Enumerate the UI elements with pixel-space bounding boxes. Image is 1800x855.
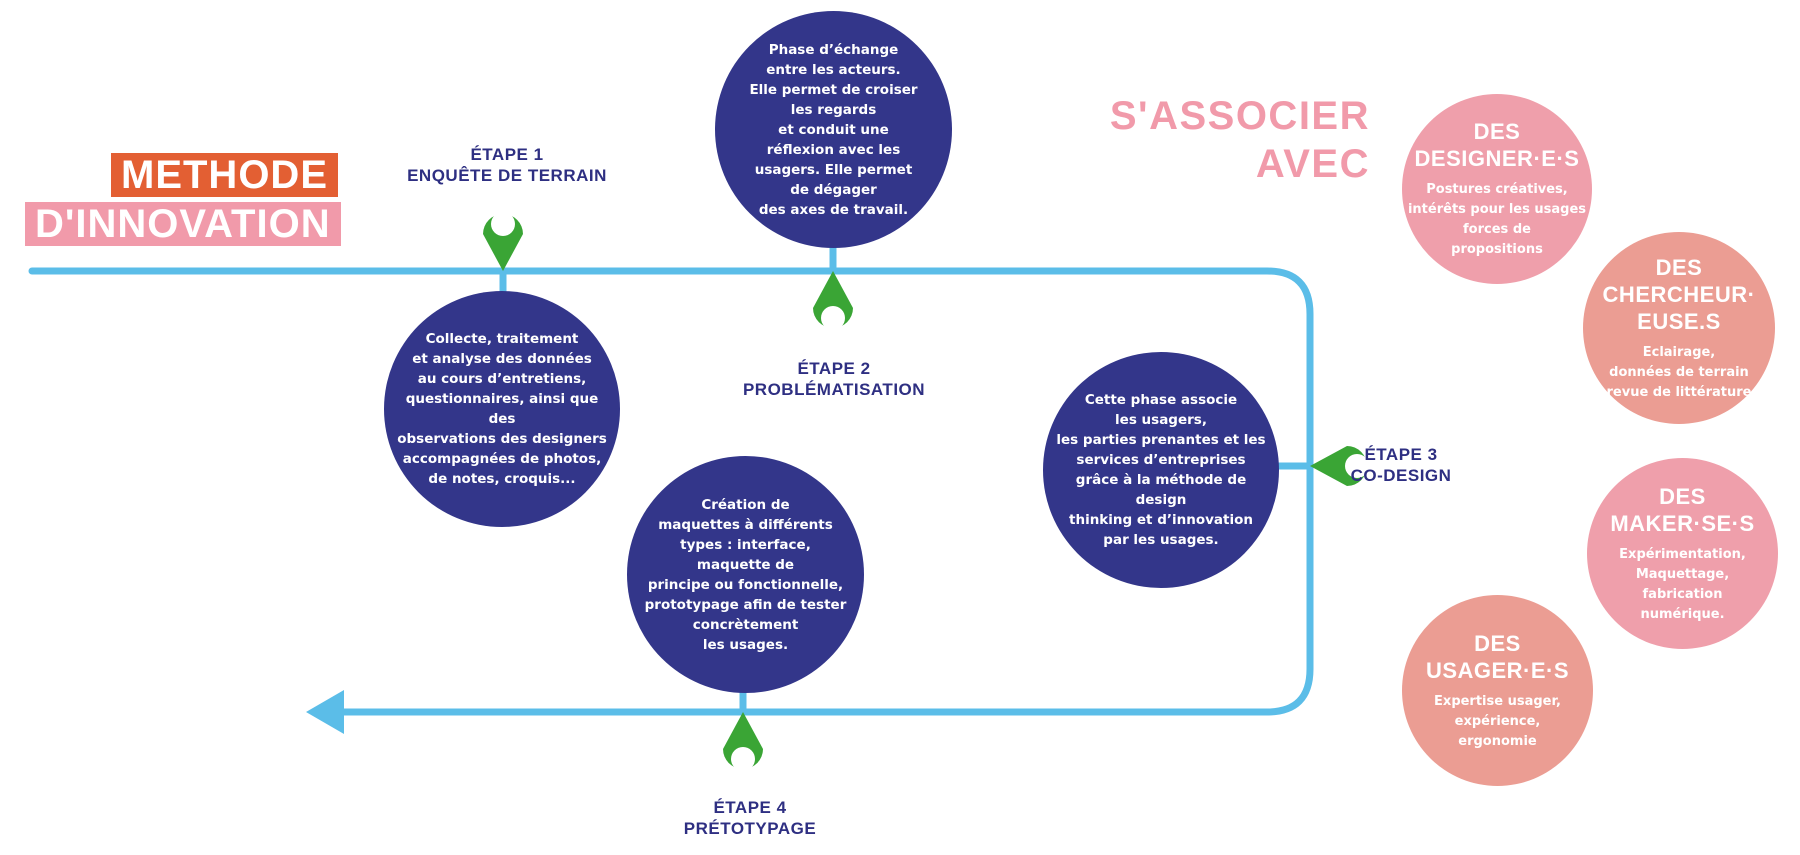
step-2-name: PROBLÉMATISATION <box>742 380 926 399</box>
step-2-pin-icon <box>813 271 853 330</box>
partner-users: DES USAGER·E·S Expertise usager, expérie… <box>1402 595 1593 786</box>
associate-heading-line-1: S'ASSOCIER <box>1109 94 1370 138</box>
step-2-description-bubble: Phase d’échange entre les acteurs. Elle … <box>715 11 952 248</box>
step-2-description: Phase d’échange entre les acteurs. Elle … <box>749 41 918 218</box>
step-1-description-bubble: Collecte, traitement et analyse des donn… <box>384 291 620 527</box>
step-4-name: PRÉTOTYPAGE <box>683 819 817 838</box>
partner-users-description: Expertise usager, expérience, ergonomie <box>1434 693 1561 749</box>
step-2-label: ÉTAPE 2 PROBLÉMATISATION <box>714 358 954 400</box>
associate-heading-line-2: AVEC <box>1255 142 1370 186</box>
step-2-number: ÉTAPE 2 <box>797 359 871 378</box>
step-4-label: ÉTAPE 4 PRÉTOTYPAGE <box>630 797 870 839</box>
step-3-description-bubble: Cette phase associe les usagers, les par… <box>1043 352 1279 588</box>
step-4-pin-icon <box>723 712 763 771</box>
step-1-number: ÉTAPE 1 <box>470 145 544 164</box>
partner-researchers: DES CHERCHEUR· EUSE.S Eclairage, données… <box>1583 232 1775 424</box>
associate-heading: S'ASSOCIER AVEC <box>1100 92 1370 188</box>
step-4-description: Création de maquettes à différents types… <box>644 496 847 653</box>
title-line-1: METHODE <box>111 153 338 197</box>
partner-users-title: DES USAGER·E·S <box>1425 630 1570 683</box>
step-1-label: ÉTAPE 1 ENQUÊTE DE TERRAIN <box>387 144 627 186</box>
flow-line <box>28 267 1314 716</box>
partner-designers: DES DESIGNER·E·S Postures créatives, int… <box>1402 94 1592 284</box>
partner-researchers-title: DES CHERCHEUR· EUSE.S <box>1602 254 1756 334</box>
step-1-name: ENQUÊTE DE TERRAIN <box>407 166 607 185</box>
partner-designers-description: Postures créatives, intérêts pour les us… <box>1407 182 1587 257</box>
title-line-2: D'INNOVATION <box>25 202 341 246</box>
step-3-description: Cette phase associe les usagers, les par… <box>1056 392 1266 548</box>
partner-designers-title: DES DESIGNER·E·S <box>1414 119 1580 171</box>
step-3-number: ÉTAPE 3 <box>1364 445 1438 464</box>
step-4-description-bubble: Création de maquettes à différents types… <box>627 456 864 693</box>
partner-researchers-description: Eclairage, données de terrain revue de l… <box>1606 344 1752 400</box>
step-1-pin-icon <box>483 212 523 271</box>
partner-makers-description: Expérimentation, Maquettage, fabrication… <box>1619 546 1746 622</box>
partner-makers: DES MAKER·SE·S Expérimentation, Maquetta… <box>1587 458 1778 649</box>
flow-path <box>28 267 1314 734</box>
step-3-label: ÉTAPE 3 CO-DESIGN <box>1321 444 1481 486</box>
partner-makers-title: DES MAKER·SE·S <box>1610 483 1755 536</box>
step-3-pin-icon <box>1310 446 1369 486</box>
step-3-name: CO-DESIGN <box>1350 466 1452 485</box>
step-4-number: ÉTAPE 4 <box>713 798 787 817</box>
step-1-description: Collecte, traitement et analyse des donn… <box>397 331 607 487</box>
flow-arrow-head <box>306 690 344 734</box>
